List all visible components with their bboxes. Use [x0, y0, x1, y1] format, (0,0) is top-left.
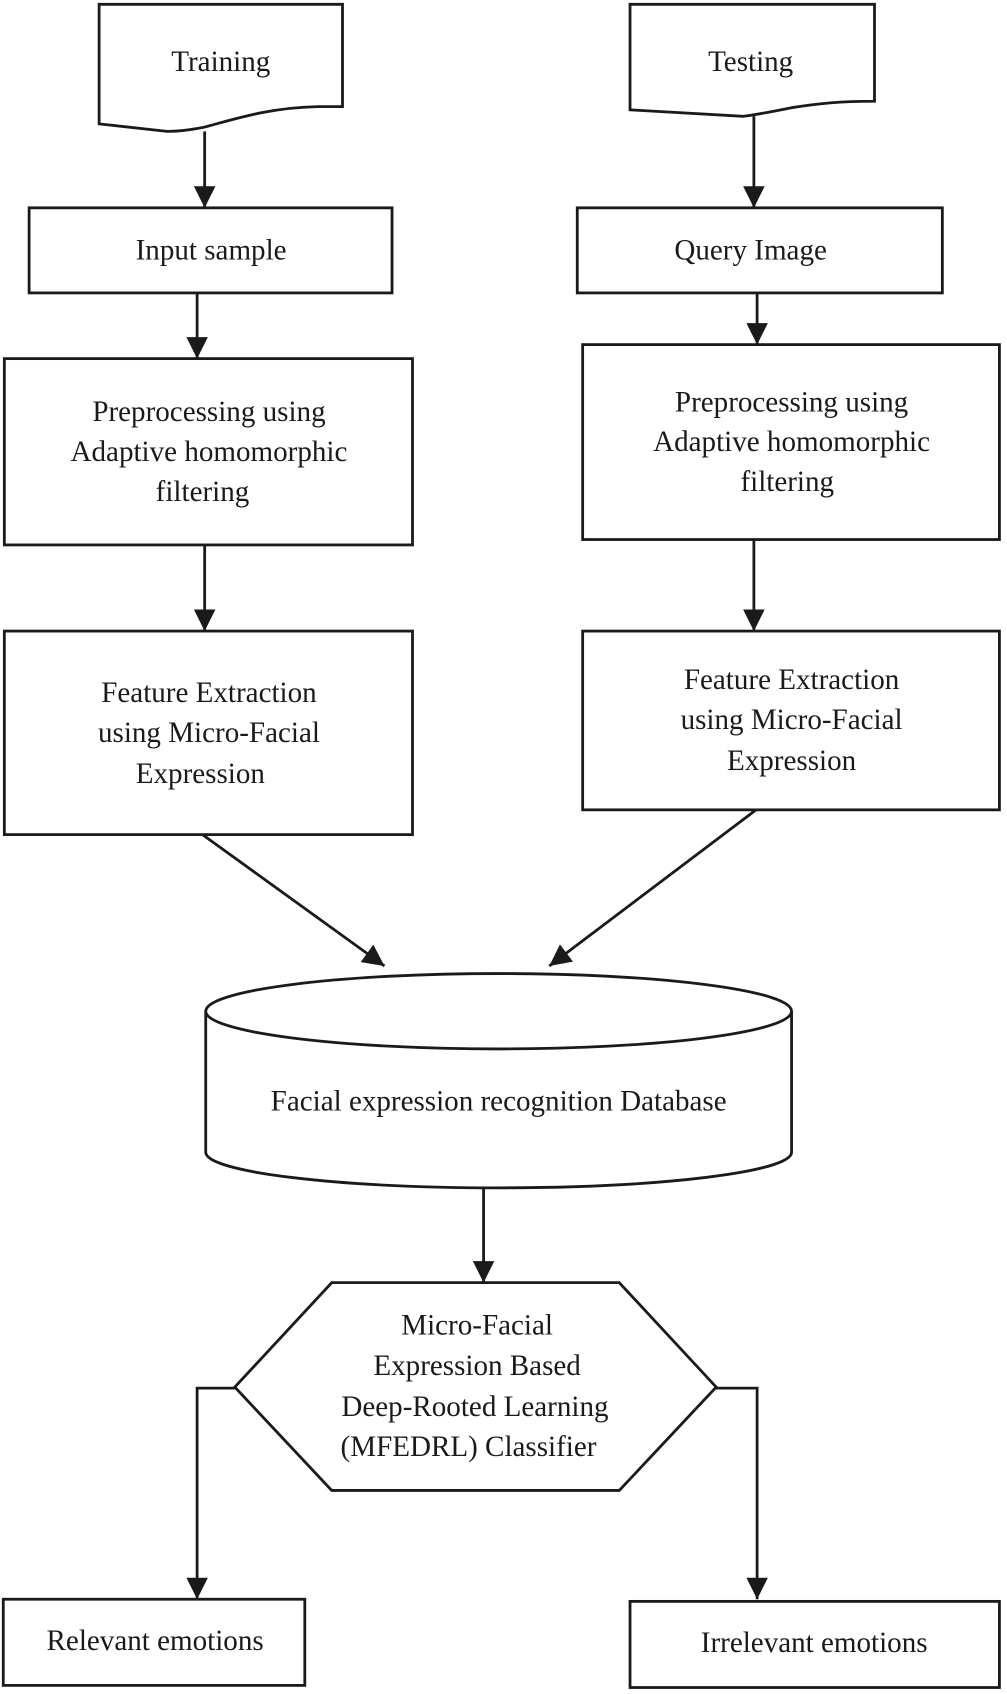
node-preprocess-test: Preprocessing using Adaptive homomorphic…	[581, 343, 1001, 541]
query-image-label: Query Image	[674, 235, 827, 267]
rect-shape	[581, 343, 1001, 541]
classifier-line-3: Deep-Rooted Learning	[341, 1391, 608, 1423]
document-shape	[97, 2, 344, 133]
node-database: Facial expression recognition Database	[204, 972, 793, 1190]
edge-feature-train-db	[201, 833, 386, 968]
preprocess-test-line-1: Preprocessing using	[675, 386, 908, 418]
hexagon-shape	[232, 1281, 719, 1492]
node-training: Training	[97, 2, 344, 133]
edge-classifier-irrelevant	[716, 1386, 768, 1600]
node-testing: Testing	[628, 2, 876, 118]
rect-shape	[2, 629, 414, 837]
node-irrelevant: Irrelevant emotions	[628, 1599, 1001, 1689]
edges	[186, 116, 768, 1600]
rect-shape	[581, 629, 1001, 812]
training-label: Training	[171, 46, 270, 78]
edge-feature-test-db	[548, 808, 757, 968]
classifier-line-1: Micro-Facial	[401, 1309, 553, 1341]
node-feature-test: Feature Extraction using Micro-Facial Ex…	[581, 629, 1001, 812]
node-feature-train: Feature Extraction using Micro-Facial Ex…	[2, 629, 414, 837]
preprocess-test-line-2: Adaptive homomorphic	[653, 426, 930, 458]
feature-train-line-2: using Micro-Facial	[98, 717, 320, 749]
preprocess-test-line-3: filtering	[740, 466, 834, 498]
preprocess-train-line-2: Adaptive homomorphic	[71, 436, 348, 468]
cylinder-body	[204, 1011, 793, 1190]
feature-test-line-2: using Micro-Facial	[681, 704, 903, 736]
cylinder-top	[204, 972, 793, 1051]
node-relevant: Relevant emotions	[1, 1597, 307, 1687]
relevant-label: Relevant emotions	[47, 1625, 264, 1657]
input-sample-label: Input sample	[136, 235, 287, 267]
rect-shape	[27, 206, 394, 295]
testing-label: Testing	[708, 46, 793, 78]
preprocess-train-line-3: filtering	[156, 476, 250, 508]
node-input-sample: Input sample	[27, 206, 394, 295]
node-classifier: Micro-Facial Expression Based Deep-Roote…	[232, 1281, 719, 1492]
rect-shape	[628, 1599, 1001, 1689]
document-shape	[628, 2, 876, 118]
feature-test-line-1: Feature Extraction	[684, 664, 900, 696]
edge-classifier-relevant	[186, 1386, 235, 1600]
rect-shape	[575, 206, 944, 295]
node-preprocess-train: Preprocessing using Adaptive homomorphic…	[2, 357, 414, 547]
feature-train-line-1: Feature Extraction	[101, 677, 317, 709]
feature-test-line-3: Expression	[727, 745, 857, 777]
feature-train-line-3: Expression	[136, 758, 266, 790]
rect-shape	[2, 357, 414, 547]
database-label: Facial expression recognition Database	[271, 1085, 727, 1117]
classifier-line-2: Expression Based	[373, 1350, 581, 1382]
rect-shape	[1, 1597, 307, 1687]
node-query-image: Query Image	[575, 206, 944, 295]
classifier-line-4: (MFEDRL) Classifier	[341, 1431, 597, 1463]
irrelevant-label: Irrelevant emotions	[701, 1627, 928, 1659]
preprocess-train-line-1: Preprocessing using	[92, 396, 325, 428]
